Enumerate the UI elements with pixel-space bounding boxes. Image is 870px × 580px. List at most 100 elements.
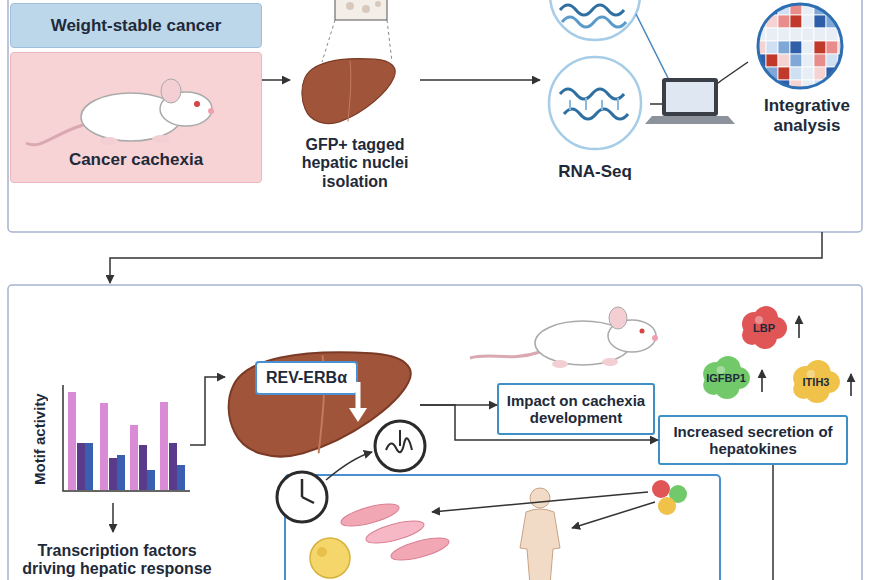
clock-icon (302, 497, 314, 503)
blob-shape (793, 360, 840, 403)
target-tissue-box (310, 538, 350, 578)
bar-chart-graphic (109, 458, 117, 490)
liver-node: REV-ERBα (225, 345, 420, 470)
tissue-inset (335, 0, 387, 20)
bar-chart-graphic (130, 425, 138, 490)
mouse-illustration (470, 352, 540, 358)
laptop-icon (645, 116, 735, 124)
heatmap-circle (778, 67, 790, 80)
node-text: Cancer cachexia (11, 150, 261, 170)
tissue-inset (375, 1, 381, 7)
liver-illustration (300, 54, 400, 132)
heatmap-circle (748, 0, 866, 94)
laptop-icon (645, 78, 735, 124)
hepatokine-blob: ITIH3 (790, 360, 842, 404)
panel-frame (8, 0, 862, 580)
mouse-illustration (470, 307, 658, 368)
heatmap-circle (766, 54, 778, 67)
liver-illustration (229, 352, 411, 456)
laptop-icon (662, 78, 718, 116)
heatmap-circle (838, 67, 850, 80)
decrease-arrow (356, 382, 361, 410)
heatmap-circle (826, 41, 838, 54)
target-tissue-box (658, 497, 676, 515)
heatmap-circle (766, 41, 778, 54)
heatmap-circle (790, 15, 802, 28)
mouse-illustration (152, 135, 170, 143)
heatmap-circle (766, 28, 778, 41)
mouse-illustration (640, 329, 645, 334)
node-text: IGFBP1 (706, 372, 746, 385)
heatmap-circle (754, 80, 766, 93)
chart-down-arrow (112, 503, 114, 532)
clock-icon (399, 430, 401, 446)
node-text: REV-ERBα (255, 361, 358, 395)
mouse-illustration (208, 108, 214, 114)
panel-frame (8, 0, 862, 232)
bar-chart-graphic (169, 443, 177, 490)
clock-icon (277, 421, 425, 522)
bar-chart-graphic (160, 402, 168, 490)
target-tissue-box (432, 492, 648, 512)
liver-step: GFP+ tagged hepatic nuclei isolation (290, 50, 420, 192)
mouse-illustration (161, 79, 181, 103)
heatmap-circle (826, 80, 838, 93)
tissue-inset (387, 20, 392, 62)
increase-arrows (850, 374, 852, 396)
connector-arrow (190, 377, 225, 445)
clock-icon (386, 438, 412, 452)
tissue-inset (322, 0, 392, 62)
heatmap-circle (802, 54, 814, 67)
bar-chart-graphic (68, 392, 76, 490)
node-text: ITIH3 (803, 376, 830, 389)
decrease-arrow (349, 408, 367, 422)
target-tissue-box (317, 547, 327, 557)
bar-chart-graphic (77, 443, 85, 490)
bar-chart-graphic (177, 465, 185, 490)
mouse-illustration (652, 335, 658, 341)
tissue-inset (362, 5, 370, 13)
panel-link-arrow (110, 232, 822, 283)
connector-arrow (420, 405, 658, 440)
node-text: Weight-stable cancer (51, 16, 222, 36)
heatmap-circle (814, 67, 826, 80)
sequencing-circle (560, 5, 624, 15)
group-box: Cancer cachexia (10, 52, 262, 183)
heatmap-circle (814, 41, 826, 54)
tissue-inset (322, 20, 335, 62)
heatmap-circle (838, 41, 850, 54)
group-band: Weight-stable cancer (10, 3, 262, 48)
mouse-illustration (602, 358, 618, 366)
heatmap-circle (754, 2, 766, 15)
bar-chart-graphic (139, 445, 147, 490)
sequencing-circle (550, 0, 640, 40)
heatmap-circle (778, 15, 790, 28)
target-tissue-box (652, 480, 670, 498)
heatmap-circle (802, 67, 814, 80)
heatmap-circle (778, 41, 790, 54)
connector-arrow (420, 404, 497, 406)
connector-arrow (420, 79, 540, 81)
sequencing-circle (636, 14, 672, 86)
node-text: Motif activity (30, 380, 50, 498)
target-tissue-box (285, 475, 720, 580)
bar-chart-graphic (30, 380, 190, 498)
heatmap-circle (814, 28, 826, 41)
sequencing-circle (570, 98, 618, 110)
process-box: Impact on cachexia development (497, 383, 655, 435)
heatmap-circle (838, 2, 850, 15)
heatmap-circle (802, 28, 814, 41)
blob-shape (703, 356, 750, 399)
sequencing-circle (540, 52, 650, 152)
sequencing-circle (562, 17, 626, 27)
bar-chart-graphic (85, 443, 93, 490)
node-text: RNA-Seq (540, 162, 650, 182)
mouse-illustration (100, 137, 118, 145)
tissue-inset (346, 2, 354, 10)
bar-chart-graphic (147, 470, 155, 490)
increase-arrows (762, 316, 851, 396)
node-text: Impact on cachexia development (505, 392, 647, 427)
node-text: Increased secretion of hepatokines (666, 423, 840, 458)
sequencing-circle (549, 57, 641, 149)
